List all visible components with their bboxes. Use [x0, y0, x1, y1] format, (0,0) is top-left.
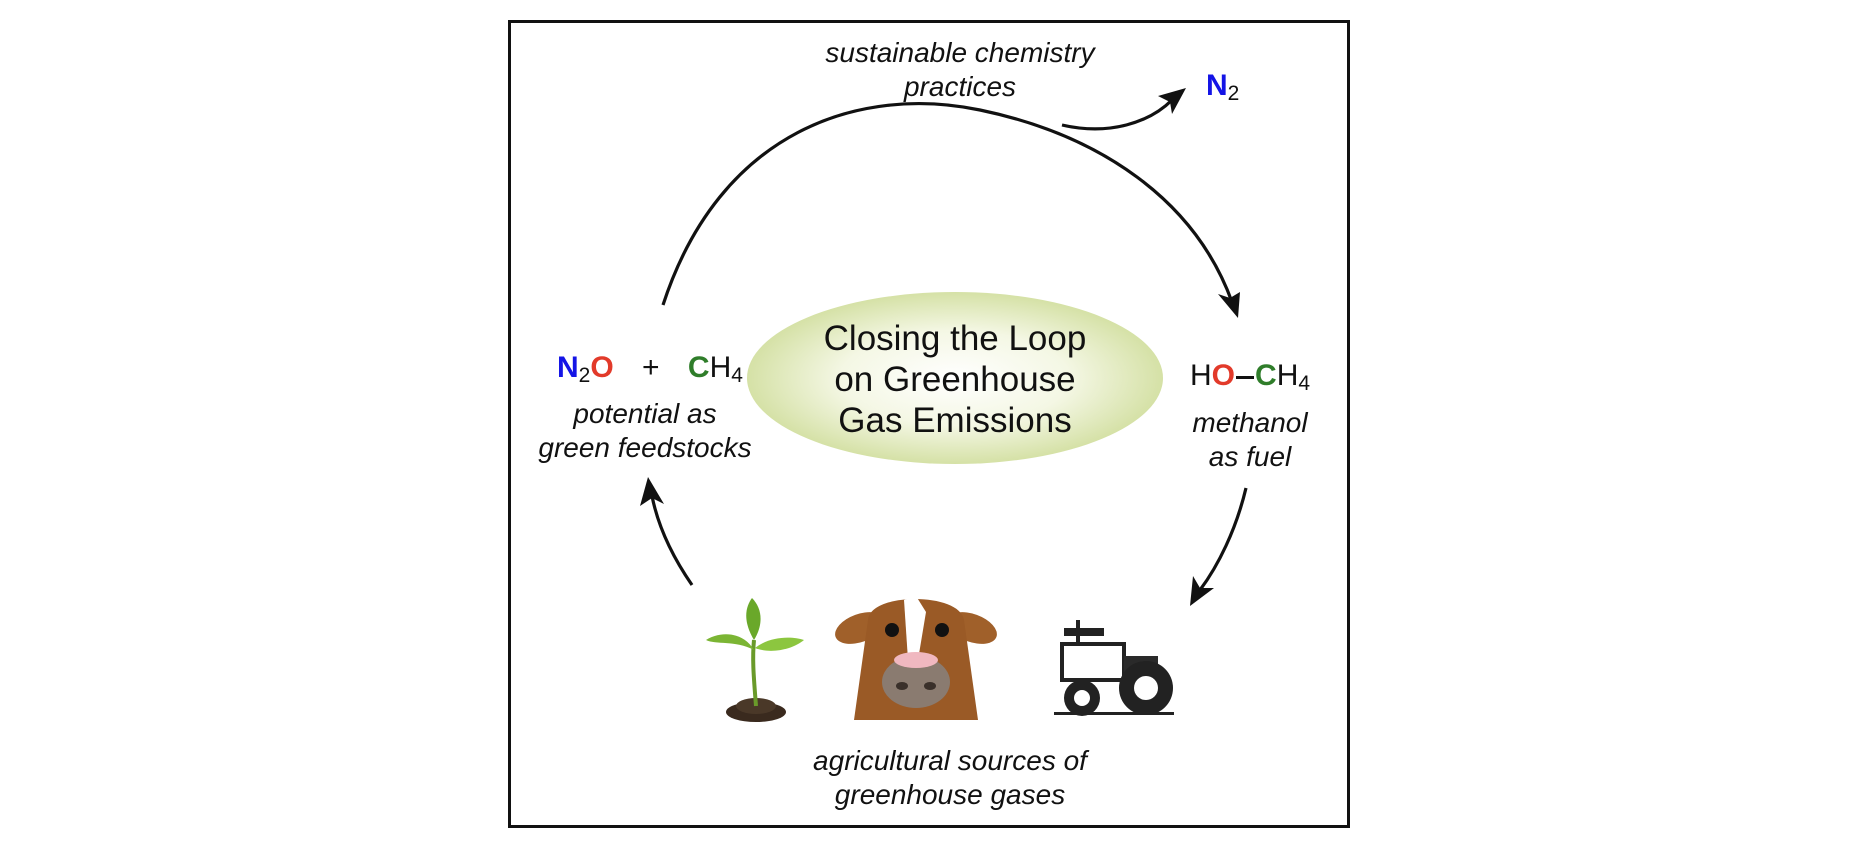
- n2-product-formula: N2: [1206, 68, 1239, 104]
- arrowhead-n2: [1158, 88, 1186, 114]
- methanol-carbon: C: [1255, 359, 1277, 392]
- center-title-line: Closing the Loop: [823, 319, 1087, 358]
- center-title-line: on Greenhouse: [834, 360, 1076, 399]
- right-caption-line: methanol: [1192, 407, 1308, 438]
- arrowhead-right: [1190, 576, 1214, 606]
- bond-line: [1236, 375, 1255, 379]
- center-ellipse: [747, 292, 1163, 464]
- methanol-oxygen: O: [1211, 359, 1236, 392]
- seedling-icon: [706, 598, 804, 722]
- top-caption-line: practices: [903, 71, 1017, 102]
- cow-icon: [835, 596, 997, 720]
- ch4-carbon: C: [687, 351, 710, 384]
- left-caption-line: green feedstocks: [538, 432, 752, 463]
- n2o-oxygen: O: [590, 351, 614, 384]
- right-caption: methanol as fuel: [1170, 406, 1330, 474]
- methanol-hydrogen-2: H: [1276, 359, 1299, 392]
- ch4-subscript: 4: [731, 364, 743, 387]
- nitrogen-subscript: 2: [1227, 82, 1240, 105]
- left-formula: N2O + CH4: [557, 350, 743, 386]
- bottom-caption: agricultural sources of greenhouse gases: [770, 744, 1130, 812]
- methanol-subscript: 4: [1298, 372, 1311, 395]
- arrowhead-top-right: [1218, 292, 1240, 318]
- plus-sign: +: [642, 351, 660, 384]
- arrowhead-left: [640, 477, 664, 506]
- top-caption-line: sustainable chemistry: [825, 37, 1095, 68]
- bottom-caption-line: agricultural sources of: [813, 745, 1087, 776]
- branch-arrow-n2: [1061, 98, 1174, 131]
- center-title-line: Gas Emissions: [838, 401, 1072, 440]
- tractor-icon: [1054, 620, 1174, 716]
- right-caption-line: as fuel: [1208, 441, 1292, 472]
- diagram-frame: [508, 20, 1350, 828]
- center-title: Closing the Loop on Greenhouse Gas Emiss…: [785, 318, 1125, 441]
- n2o-nitrogen: N: [557, 351, 579, 384]
- ch4-hydrogen: H: [709, 351, 732, 384]
- cycle-arrow-top: [661, 102, 1234, 306]
- top-caption: sustainable chemistry practices: [780, 36, 1140, 104]
- methanol-hydrogen: H: [1190, 359, 1212, 392]
- cycle-arrow-right: [1198, 487, 1248, 591]
- cycle-arrow-left: [650, 495, 694, 586]
- bottom-caption-line: greenhouse gases: [834, 779, 1066, 810]
- left-caption-line: potential as: [573, 398, 717, 429]
- nitrogen-symbol: N: [1206, 69, 1228, 102]
- left-caption: potential as green feedstocks: [520, 397, 770, 465]
- n2o-subscript: 2: [578, 364, 591, 387]
